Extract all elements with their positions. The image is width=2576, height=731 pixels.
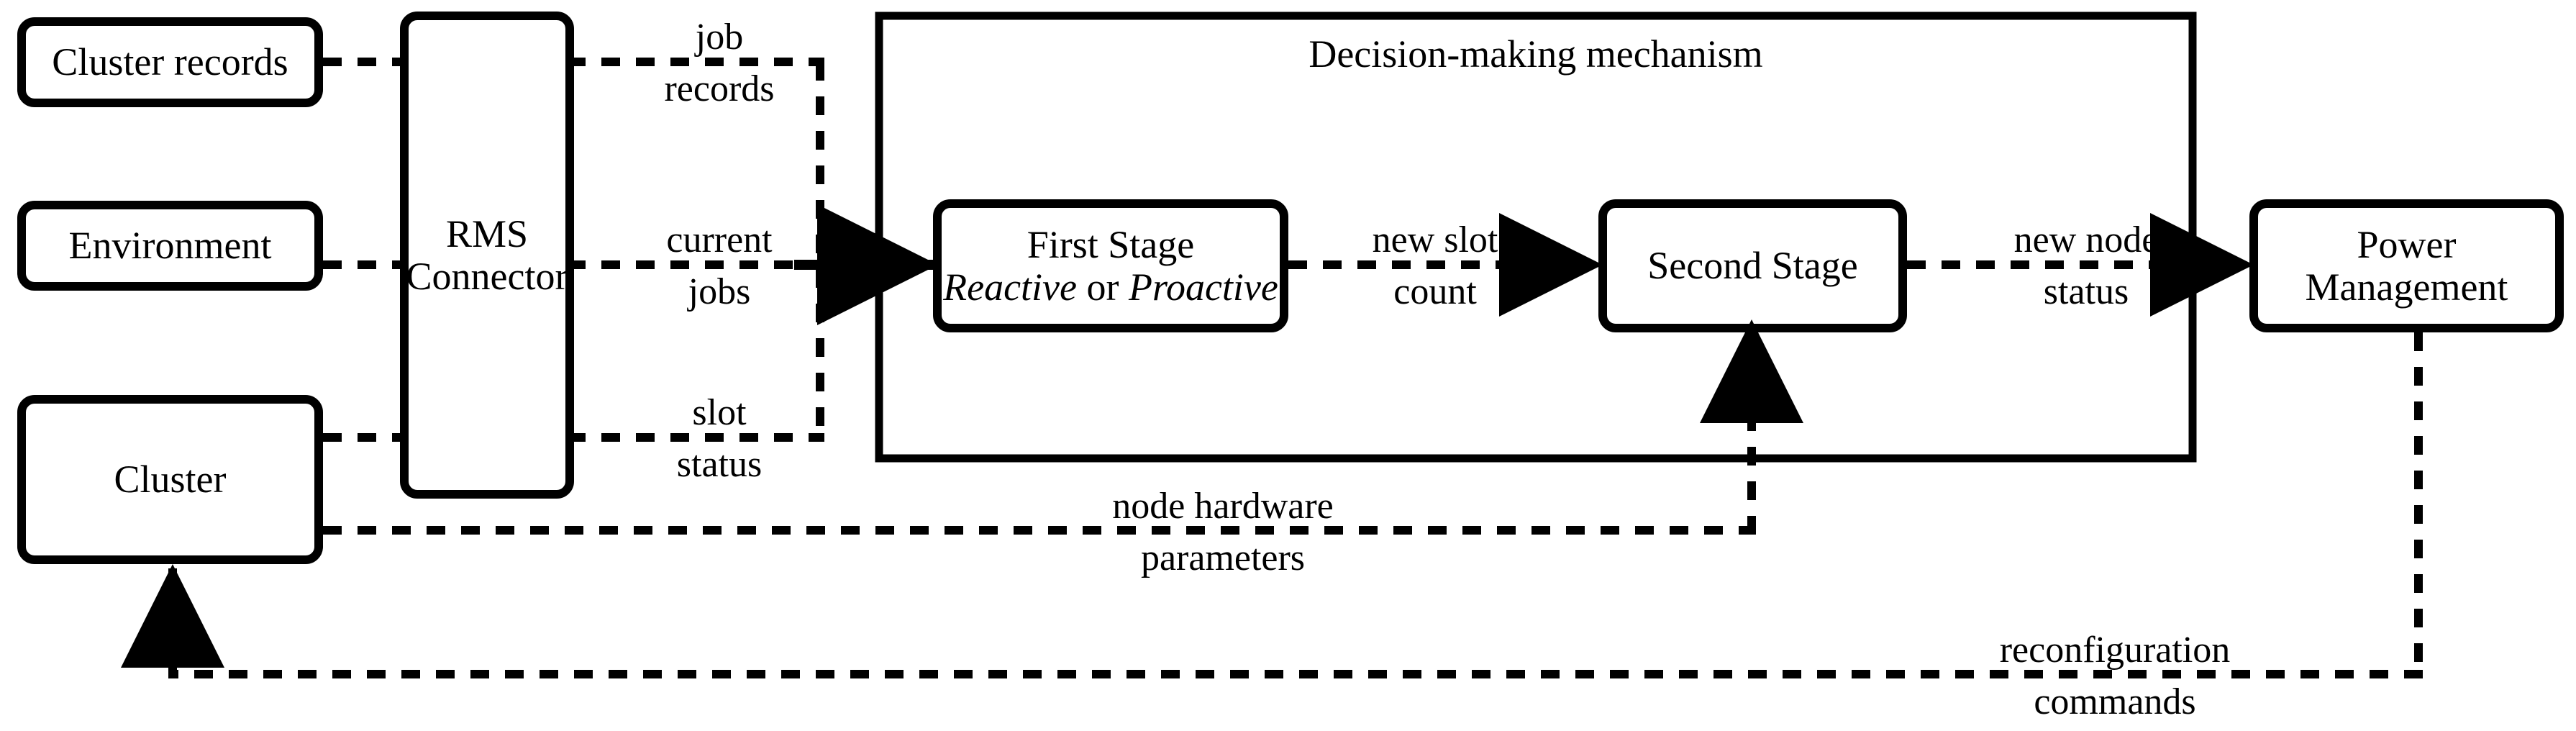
box-cluster-label: Cluster [114,458,227,501]
decision-mechanism-title: Decision-making mechanism [1309,32,1763,76]
edge-label-job-records-line2: records [664,68,775,109]
edge-label-new-slot-count-line2: count [1393,271,1477,312]
edge-label-new-node-status-line1: new node [2013,219,2159,260]
box-rms-connector [400,12,574,499]
first-stage-line-2: Reactive or Proactive [943,265,1278,309]
box-power-management [2249,199,2564,332]
edge-label-current-jobs-line1: current [666,219,773,260]
edge-label-slot-status-line2: status [676,444,763,485]
edge-label-current-jobs-line2: jobs [688,271,751,312]
edge-label-job-records-line1: job [695,17,744,58]
rms-connector-line-2: Connector [406,254,568,298]
box-second-stage-label: Second Stage [1647,244,1858,288]
power-management-line-1: Power [2357,223,2457,267]
edge-label-new-slot-count-line1: new slot [1372,219,1498,260]
box-first-stage-label: First Stage Reactive or Proactive [937,204,1284,328]
power-management-line-2: Management [2305,265,2508,309]
box-cluster [17,395,323,564]
first-stage-line-1: First Stage [1027,223,1195,267]
edge-label-node-hw-params-line1: node hardware [1112,486,1334,527]
box-cluster-records-label: Cluster records [52,40,288,84]
edge-label-node-hw-params-line2: parameters [1140,537,1306,578]
edge-label-slot-status-line1: slot [692,392,747,433]
box-cluster-records [17,17,323,107]
first-stage-reactive: Reactive [943,265,1077,309]
edge-label-reconfig-commands-line1: reconfiguration [1999,630,2231,671]
box-environment-label: Environment [68,224,272,268]
first-stage-or: or [1076,265,1129,309]
box-environment [17,201,323,291]
box-power-management-label: Power Management [2254,204,2559,328]
first-stage-proactive: Proactive [1128,265,1278,309]
edge-label-new-node-status-line2: status [2043,271,2129,312]
rms-connector-line-1: RMS [445,212,529,256]
edge-label-reconfig-commands-line2: commands [2034,681,2196,722]
box-rms-connector-label: RMS Connector [404,16,570,494]
